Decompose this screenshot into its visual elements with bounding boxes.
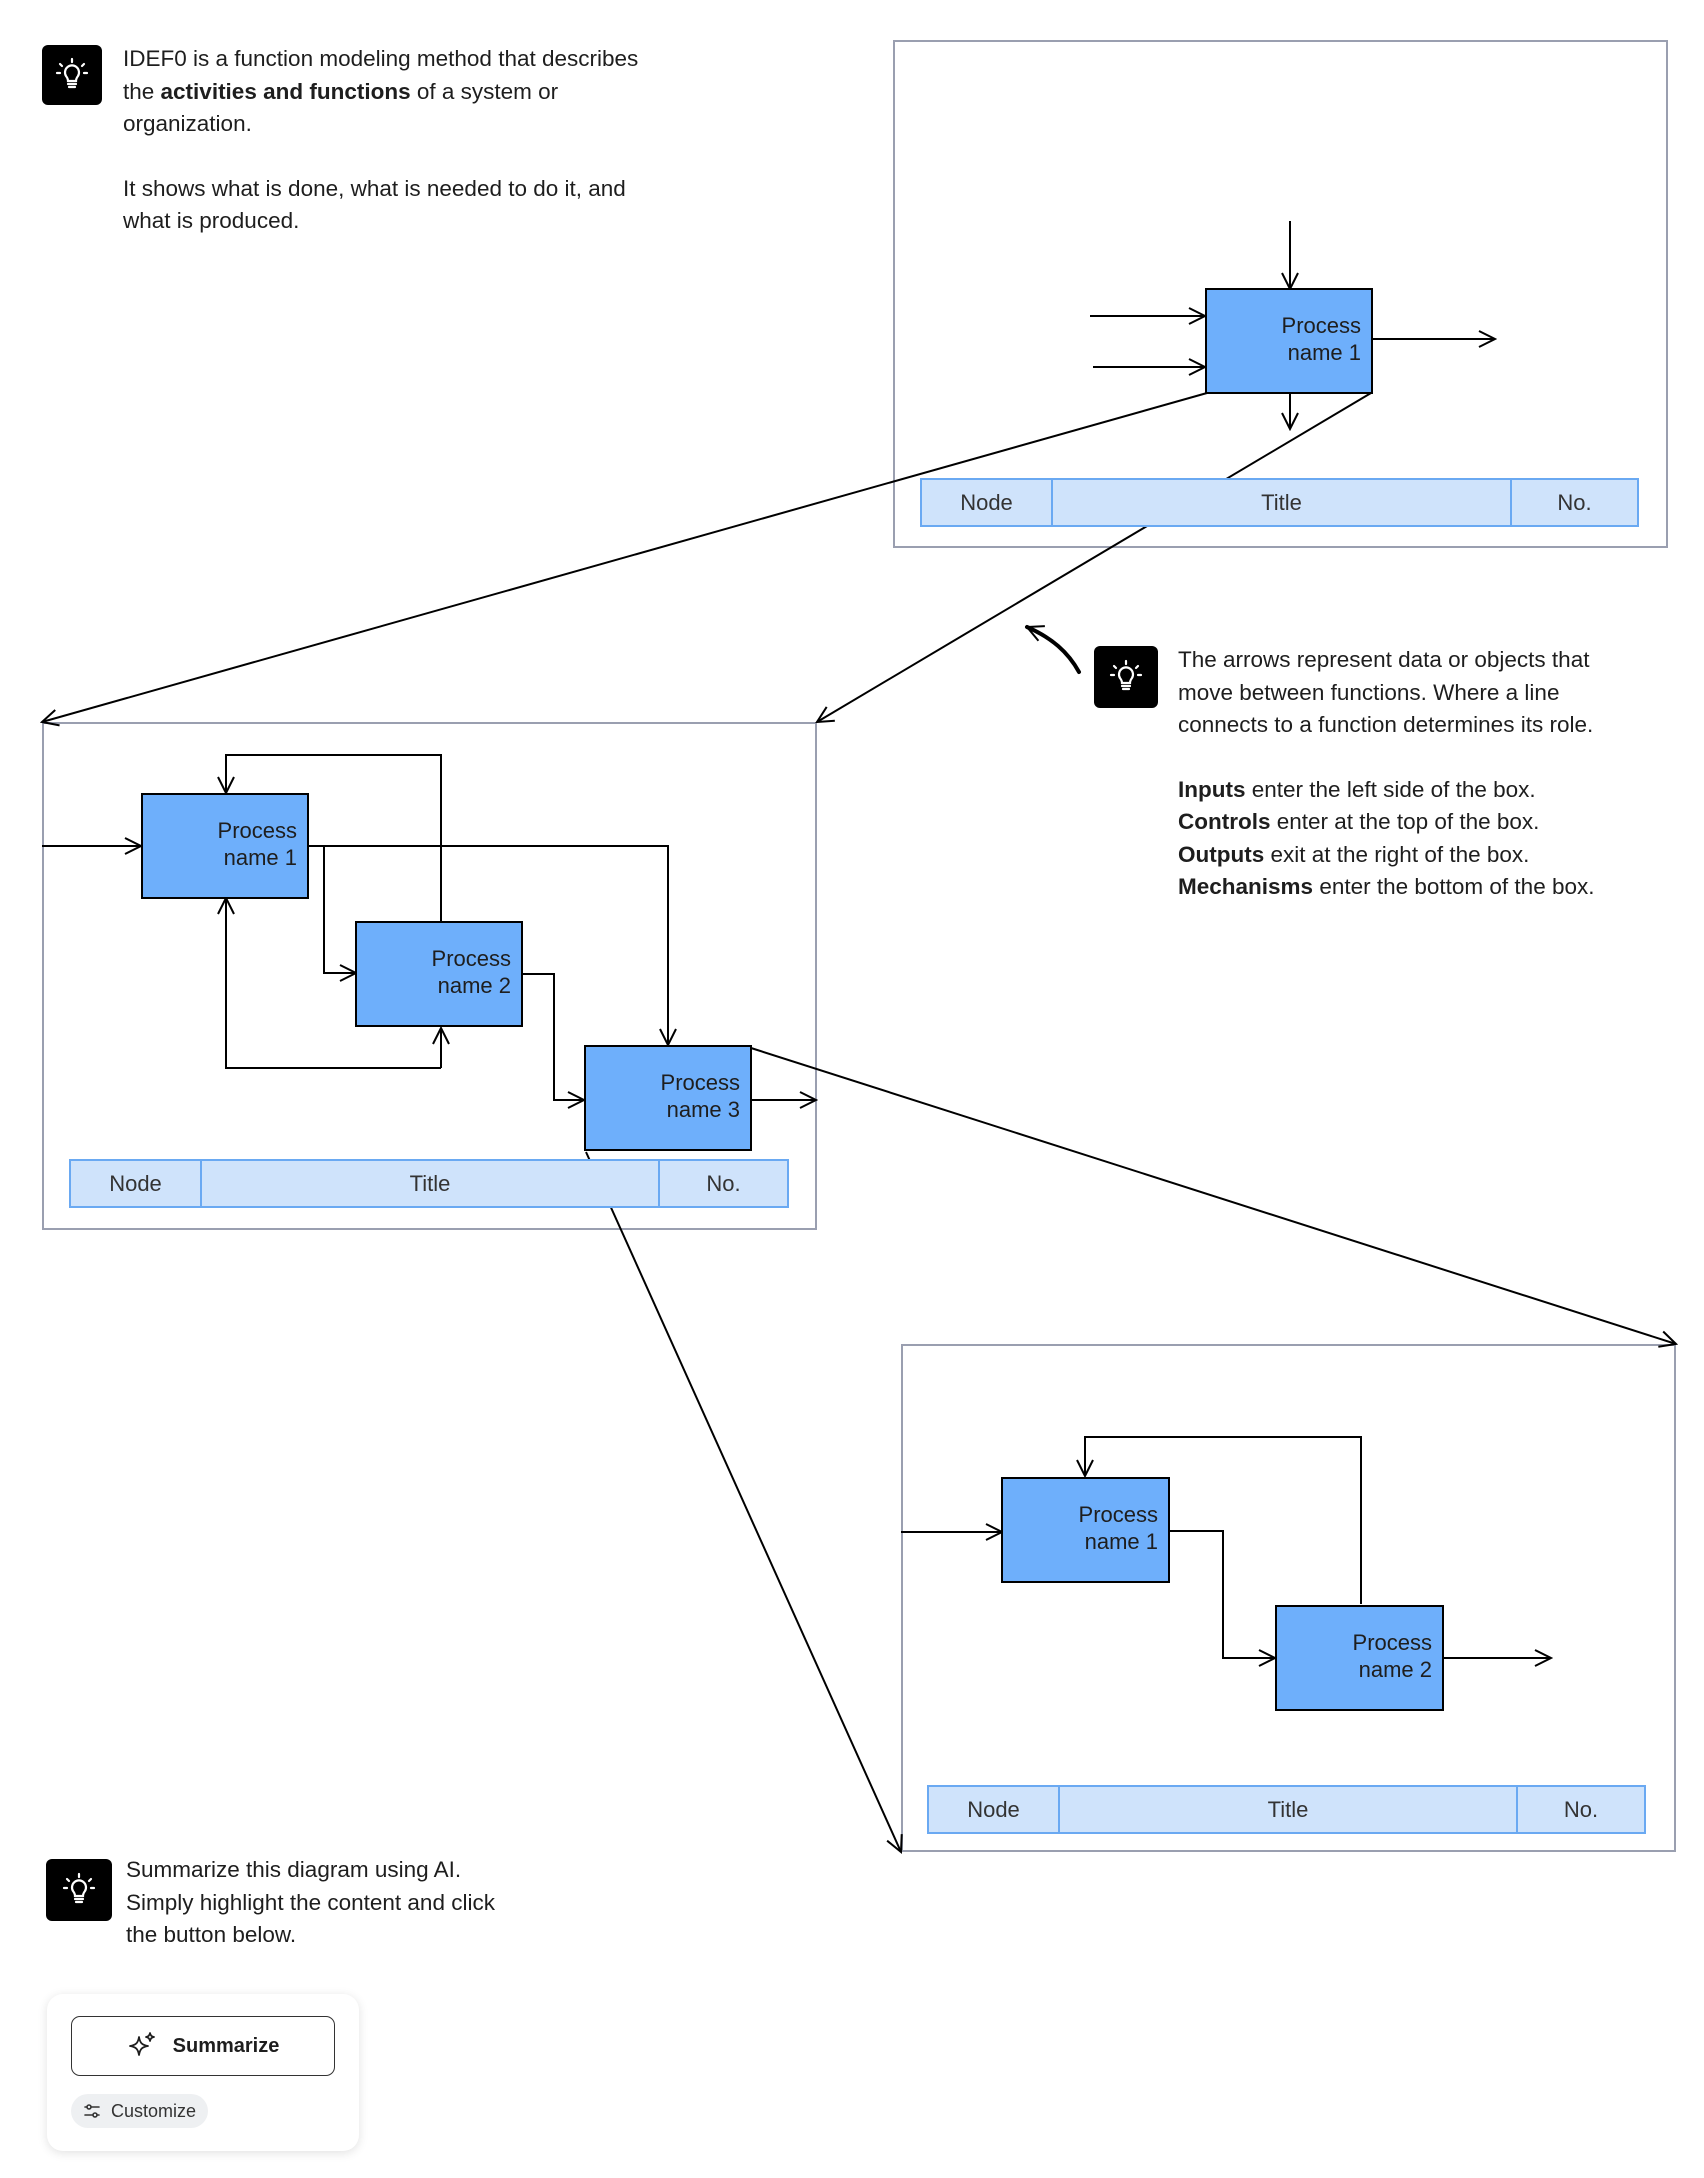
summarize-button-label: Summarize: [172, 2034, 280, 2057]
decomposition-line: [585, 1151, 901, 1852]
process-box-1[interactable]: Process name 1: [1205, 288, 1373, 394]
customize-button[interactable]: Customize: [71, 2094, 209, 2128]
title-block-title: Title: [202, 1161, 660, 1206]
summarize-line: Simply highlight the content and click: [126, 1889, 495, 1915]
role-inputs: Inputs enter the left side of the box.: [1178, 776, 1536, 802]
title-block-title: Title: [1060, 1787, 1518, 1832]
pointer-arrow: [1027, 625, 1081, 674]
role-controls: Controls enter at the top of the box.: [1178, 809, 1540, 834]
process-box-line1: Process: [217, 818, 297, 843]
sparkle-icon: [128, 2032, 155, 2056]
title-block-node: Node: [71, 1161, 202, 1206]
summarize-line: Summarize this diagram using AI.: [126, 1857, 462, 1882]
process-box-line1: Process: [1281, 313, 1361, 338]
title-block: Node Title No.: [927, 1785, 1646, 1834]
process-box-line1: Process: [1078, 1502, 1158, 1527]
process-box-2[interactable]: Process name 2: [355, 921, 523, 1027]
intro-line: organization.: [123, 111, 252, 136]
sliders-icon: [84, 2104, 100, 2118]
title-block: Node Title No.: [920, 478, 1639, 527]
summarize-button[interactable]: Summarize: [71, 2016, 335, 2076]
arrows-note: The arrows represent data or objects tha…: [1178, 644, 1678, 904]
summarize-widget: Summarize Customize: [47, 1994, 359, 2151]
arrows-line: move between functions. Where a line: [1178, 679, 1560, 705]
process-box-2[interactable]: Process name 2: [1275, 1605, 1444, 1711]
process-box-line2: name 1: [1084, 1529, 1158, 1554]
title-block-number: No.: [1563, 1796, 1599, 1822]
process-box-line1: Process: [660, 1070, 740, 1095]
intro-line: what is produced.: [123, 208, 300, 233]
title-block-node: Node: [922, 480, 1053, 525]
intro-line: IDEF0 is a function modeling method that…: [123, 46, 639, 71]
diagram-frame-bottom: [901, 1344, 1676, 1852]
title-block: Node Title No.: [69, 1159, 789, 1208]
lightbulb-icon: [1094, 646, 1158, 708]
process-box-line1: Process: [1352, 1630, 1432, 1655]
process-box-1[interactable]: Process name 1: [1001, 1477, 1170, 1583]
lightbulb-icon: [46, 1859, 112, 1921]
arrows-line: connects to a function determines its ro…: [1178, 712, 1594, 737]
process-box-3[interactable]: Process name 3: [584, 1045, 752, 1151]
title-block-node: Node: [929, 1787, 1060, 1832]
lightbulb-icon: [42, 45, 102, 105]
customize-button-label: Customize: [111, 2100, 197, 2121]
process-box-line2: name 2: [437, 973, 511, 998]
summarize-line: the button below.: [126, 1922, 297, 1947]
role-outputs: Outputs exit at the right of the box.: [1178, 841, 1530, 867]
title-block-title: Title: [1053, 480, 1512, 525]
role-mechanisms: Mechanisms enter the bottom of the box.: [1178, 874, 1595, 899]
intro-emphasis: activities and functions: [160, 78, 411, 104]
process-box-line2: name 3: [666, 1097, 740, 1122]
intro-line: the activities and functions of a system…: [123, 78, 559, 104]
process-box-line2: name 1: [223, 845, 297, 870]
title-block-number: No.: [706, 1170, 741, 1196]
summarize-note: Summarize this diagram using AI. Simply …: [126, 1854, 576, 1952]
process-box-1[interactable]: Process name 1: [141, 793, 309, 899]
intro-line: It shows what is done, what is needed to…: [123, 175, 626, 201]
process-box-line2: name 1: [1287, 340, 1361, 365]
arrows-line: The arrows represent data or objects tha…: [1178, 647, 1590, 672]
intro-note: IDEF0 is a function modeling method that…: [123, 43, 683, 238]
process-box-line1: Process: [431, 946, 511, 971]
title-block-number: No.: [1557, 489, 1592, 515]
decomposition-line: [750, 1047, 1676, 1344]
process-box-line2: name 2: [1358, 1657, 1432, 1682]
